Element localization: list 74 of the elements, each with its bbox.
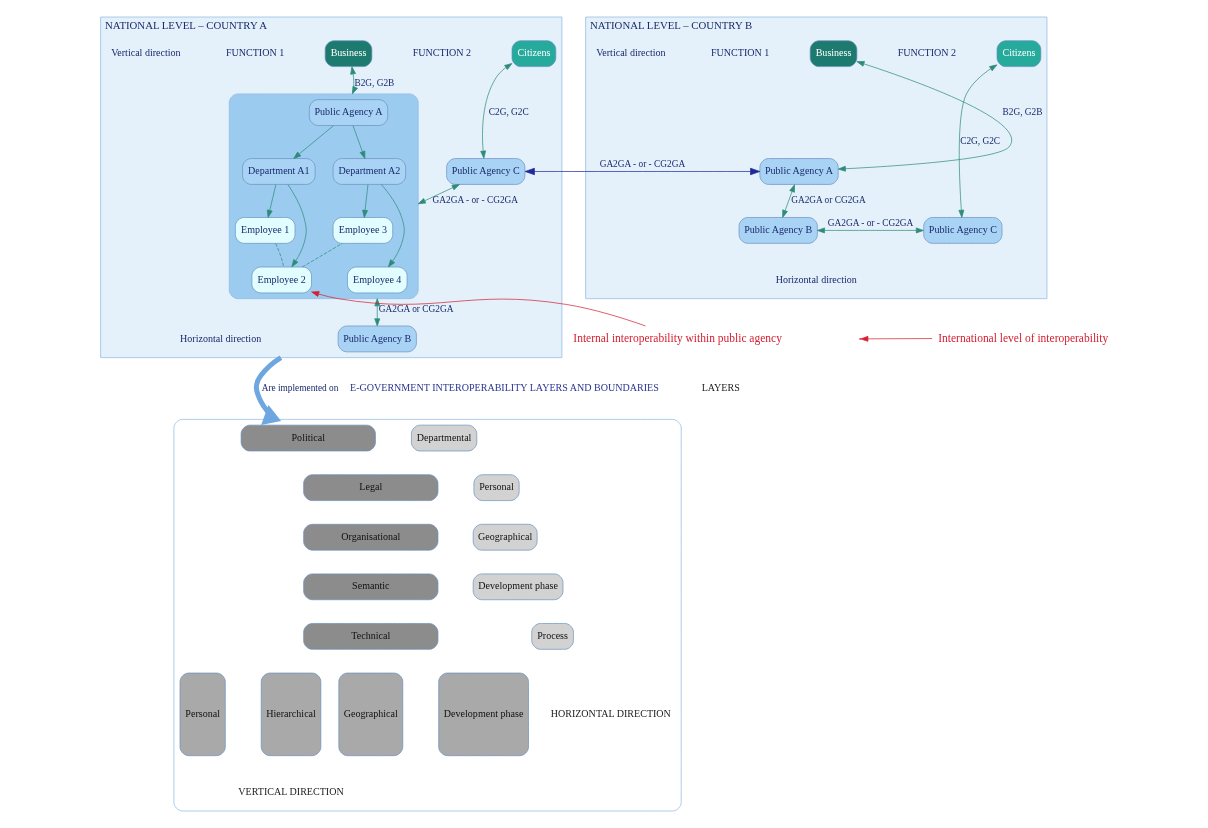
node-box: Employee 2	[251, 266, 312, 294]
node-box: Personal	[179, 672, 226, 757]
label: VERTICAL DIRECTION	[237, 785, 344, 797]
label: FUNCTION 2	[412, 47, 471, 59]
node-box: Hierarchical	[260, 672, 321, 757]
label: Vertical direction	[595, 47, 666, 59]
node-box: Departmental	[410, 424, 477, 452]
node-box: Department A1	[241, 158, 315, 185]
label: FUNCTION 2	[897, 47, 956, 59]
node-box: Organisational	[302, 523, 438, 551]
edge-label: C2G, G2C	[488, 107, 529, 118]
arrow	[349, 66, 358, 95]
arrow	[837, 61, 1012, 172]
connector	[301, 243, 343, 268]
node-box: Citizens	[996, 40, 1041, 67]
connector	[274, 243, 284, 268]
node-box: Public Agency C	[445, 158, 525, 185]
arrow	[816, 227, 924, 234]
edge-label: Are implemented on	[261, 382, 338, 393]
arrow	[253, 355, 282, 426]
arrow	[352, 125, 365, 159]
node-box: Citizens	[511, 40, 556, 67]
node-box: Public Agency C	[922, 217, 1002, 244]
node-box: Public Agency B	[337, 325, 417, 353]
edge-label: B2G, G2B	[1002, 107, 1042, 118]
label: E-GOVERNMENT INTEROPERABILITY LAYERS AND BOUNDARIES	[349, 382, 659, 394]
node-box: Political	[240, 424, 376, 452]
edge-label: GA2GA - or - CG2GA	[827, 217, 913, 228]
node-box: Business	[324, 40, 372, 67]
node-box: Employee 4	[346, 266, 407, 294]
node-text: International level of interoperability	[937, 331, 1108, 344]
arrow	[479, 63, 512, 159]
node-box: Development phase	[472, 573, 563, 601]
edge-label: GA2GA - or - CG2GA	[432, 195, 518, 206]
node-box: Development phase	[437, 672, 529, 757]
edge-label: GA2GA or CG2GA	[790, 195, 866, 206]
label: LAYERS	[701, 382, 740, 394]
label: Vertical direction	[110, 47, 181, 59]
arrow	[417, 184, 460, 205]
edge-label: GA2GA or CG2GA	[378, 303, 453, 314]
label: Horizontal direction	[775, 273, 857, 285]
node-box: Employee 1	[234, 217, 295, 244]
arrow	[292, 125, 334, 159]
node-box: Employee 3	[332, 217, 393, 244]
node-box: Process	[530, 623, 574, 650]
arrow	[266, 184, 276, 218]
node-box: Business	[809, 40, 857, 67]
node-box: Semantic	[302, 573, 438, 601]
node-box: Geographical	[337, 672, 403, 757]
arrow	[958, 64, 997, 218]
node-box: Public Agency A	[308, 99, 388, 126]
label: FUNCTION 1	[710, 47, 769, 59]
label: HORIZONTAL DIRECTION	[550, 708, 671, 720]
arrow	[361, 184, 368, 218]
edge-label: C2G, G2C	[959, 136, 1000, 147]
edge-label: B2G, G2B	[353, 77, 394, 88]
arrow	[524, 167, 760, 176]
node-box: Technical	[302, 623, 438, 650]
arrow	[310, 291, 646, 327]
arrow	[287, 184, 307, 268]
node-box: Geographical	[472, 523, 537, 551]
node-text: Internal interoperability within public agency	[572, 331, 782, 344]
node-box: Personal	[473, 474, 520, 501]
edge-label: GA2GA - or - CG2GA	[599, 158, 685, 169]
node-box: Public Agency B	[738, 217, 818, 244]
node-box: Public Agency A	[759, 158, 839, 185]
node-box: Legal	[302, 474, 438, 501]
node-box: Department A2	[332, 158, 406, 185]
cluster	[173, 419, 682, 812]
arrow	[781, 184, 795, 218]
arrow	[380, 184, 405, 268]
label: FUNCTION 1	[225, 47, 284, 59]
arrow	[859, 335, 932, 342]
label: Horizontal direction	[179, 332, 261, 344]
